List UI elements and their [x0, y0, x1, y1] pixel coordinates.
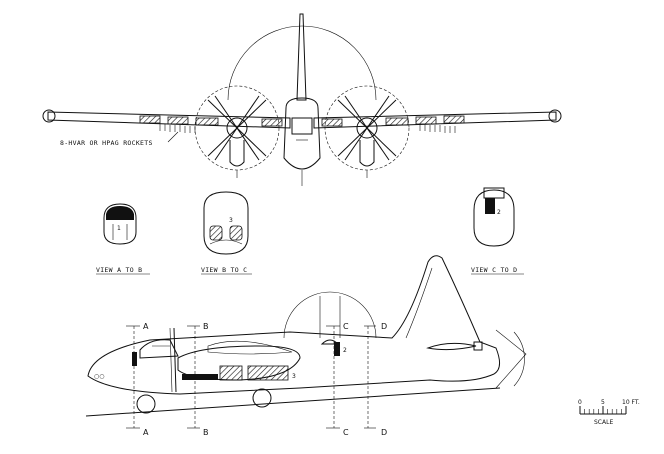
right-rockets — [419, 124, 456, 133]
left-wing — [47, 111, 291, 129]
side-turret-gun — [334, 342, 340, 356]
right-wingtip-tank — [548, 109, 562, 123]
side-wing — [207, 340, 293, 355]
section-view-a-b: 1 — [103, 203, 137, 245]
side-bay-1 — [219, 365, 243, 381]
right-wing-bay-1 — [321, 118, 343, 127]
right-wing-bay-3 — [415, 116, 437, 125]
section-a-bottom: A — [143, 428, 149, 437]
rockets-label: 8-HVAR OR HPAG ROCKETS — [60, 139, 153, 147]
view-c-d-label: VIEW C TO D — [471, 266, 517, 274]
section-b-bottom: B — [203, 428, 209, 437]
svg-text:○○: ○○ — [94, 373, 104, 380]
side-station-2: 2 — [343, 347, 347, 354]
right-gear — [359, 140, 375, 167]
left-rockets — [159, 124, 196, 133]
left-gear — [229, 140, 245, 167]
side-propeller — [173, 327, 177, 393]
side-canopy — [139, 339, 179, 359]
scale-tick-0: 0 — [578, 399, 582, 406]
section-c-top: C — [343, 322, 349, 331]
main-wheel — [252, 388, 272, 408]
side-view: 3 2 ○○ — [85, 255, 527, 417]
view-b-c-label: VIEW B TO C — [201, 266, 247, 274]
section-view-b-c: 3 — [203, 191, 249, 255]
section-a-top: A — [143, 322, 149, 331]
nose-gun-block — [132, 352, 137, 366]
left-wing-bay-2 — [167, 116, 189, 125]
scale-tick-5: 5 — [601, 399, 605, 406]
right-wing-bay-4 — [443, 115, 465, 124]
section-d-bottom: D — [381, 428, 387, 437]
front-view: 8-HVAR OR HPAG ROCKETS — [42, 13, 562, 186]
side-turret-arc — [283, 291, 377, 339]
section-d-top: D — [381, 322, 387, 331]
left-engine-nacelle — [226, 117, 248, 139]
rockets-leader — [167, 131, 179, 143]
tail-gun-sweep — [495, 329, 527, 389]
left-wing-bay-1 — [139, 115, 161, 124]
station-1-label: 1 — [117, 225, 121, 232]
section-b-top: B — [203, 322, 209, 331]
front-fuselage — [283, 97, 321, 170]
side-bay-2 — [247, 365, 289, 381]
horizontal-stab — [426, 342, 477, 351]
left-wing-bay-4 — [261, 118, 283, 127]
side-fuselage — [87, 255, 500, 395]
right-propeller — [337, 95, 397, 161]
scale-title: SCALE — [594, 419, 613, 426]
nose-wheel — [136, 394, 156, 414]
left-wing-bay-3 — [195, 117, 219, 126]
ground-line — [85, 387, 501, 417]
left-propeller — [207, 95, 267, 161]
side-station-3: 3 — [292, 373, 296, 380]
left-wingtip-tank — [42, 109, 56, 123]
front-tail-fin — [296, 13, 307, 101]
tail-fin-edge — [405, 267, 433, 339]
station-2-label: 2 — [497, 209, 501, 216]
scale-tick-10: 10 FT. — [622, 399, 640, 406]
section-lines: A A B B C C D D — [126, 322, 387, 437]
right-wing-bay-2 — [385, 117, 409, 126]
view-a-b-label: VIEW A TO B — [96, 266, 142, 274]
turret-sweep-arc — [227, 25, 377, 101]
scale-bar: 0 5 10 FT. SCALE — [578, 399, 640, 426]
section-c-bottom: C — [343, 428, 349, 437]
side-gun-bar — [182, 374, 218, 380]
right-wing — [313, 111, 557, 129]
station-3-label: 3 — [229, 217, 233, 224]
section-view-c-d: 2 — [473, 187, 515, 247]
front-cockpit — [291, 117, 313, 135]
right-engine-nacelle — [356, 117, 378, 139]
